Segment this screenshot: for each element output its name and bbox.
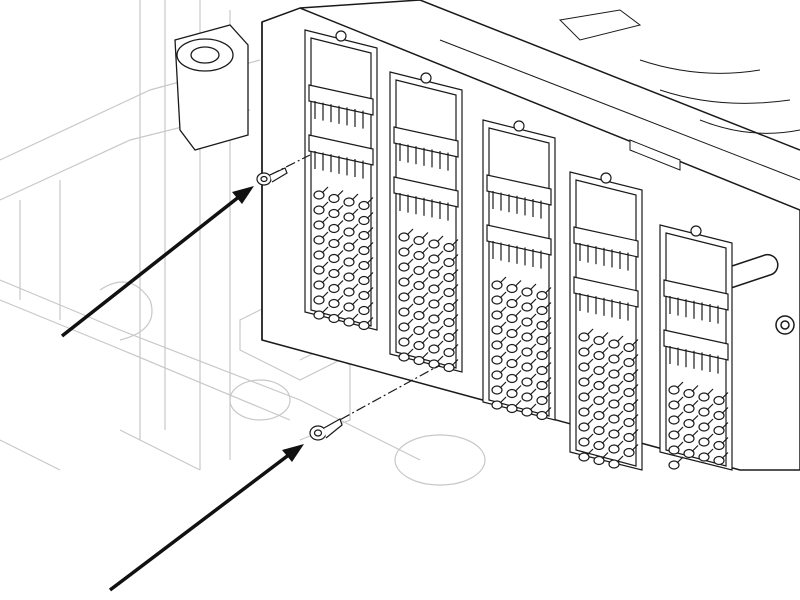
callout-arrows: [60, 186, 304, 592]
connector-modules: [304, 29, 733, 471]
module-screw-icon: [600, 172, 612, 184]
callout-arrow-upper: [60, 186, 254, 338]
upper-mounting-screw[interactable]: [256, 167, 288, 186]
connector-module-1: [304, 29, 378, 331]
lower-screw-axis-line: [324, 364, 441, 429]
fasteners: [256, 154, 441, 441]
module-screw-icon: [513, 120, 525, 132]
module-screw-icon: [335, 30, 347, 42]
module-screw-icon: [420, 72, 432, 84]
module-screw-icon: [690, 225, 702, 237]
connector-module-5: [659, 224, 733, 471]
lower-mounting-screw[interactable]: [309, 418, 343, 441]
mounting-bracket: [174, 24, 249, 151]
connector-module-2: [389, 71, 463, 373]
connector-module-3: [482, 119, 556, 421]
connector-module-4: [569, 171, 643, 471]
callout-arrow-lower: [108, 444, 304, 592]
